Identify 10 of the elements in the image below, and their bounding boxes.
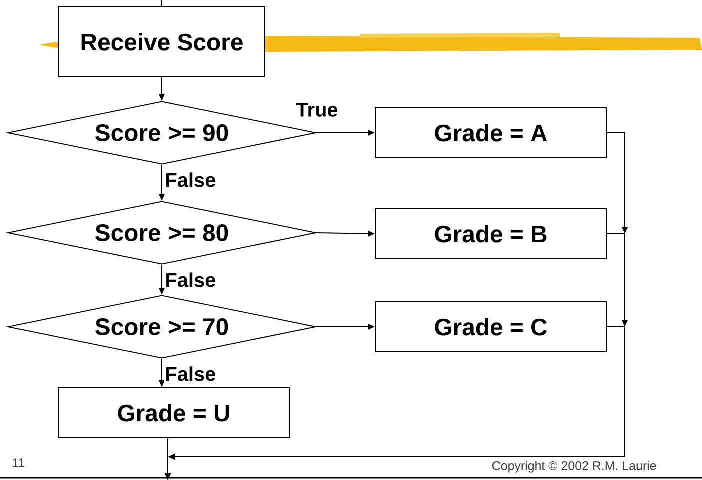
process-box: Grade = A: [375, 108, 607, 158]
process-box: Receive Score: [58, 6, 266, 78]
process-box: Grade = C: [375, 302, 607, 352]
edge-label: False: [164, 172, 218, 188]
page-number: 11: [13, 458, 25, 468]
process-box: Grade = U: [58, 388, 290, 438]
edge-label: False: [164, 366, 218, 382]
edge-label: False: [164, 272, 218, 288]
copyright-notice: Copyright © 2002 R.M. Laurie: [492, 461, 656, 473]
process-box: Grade = B: [375, 208, 607, 260]
